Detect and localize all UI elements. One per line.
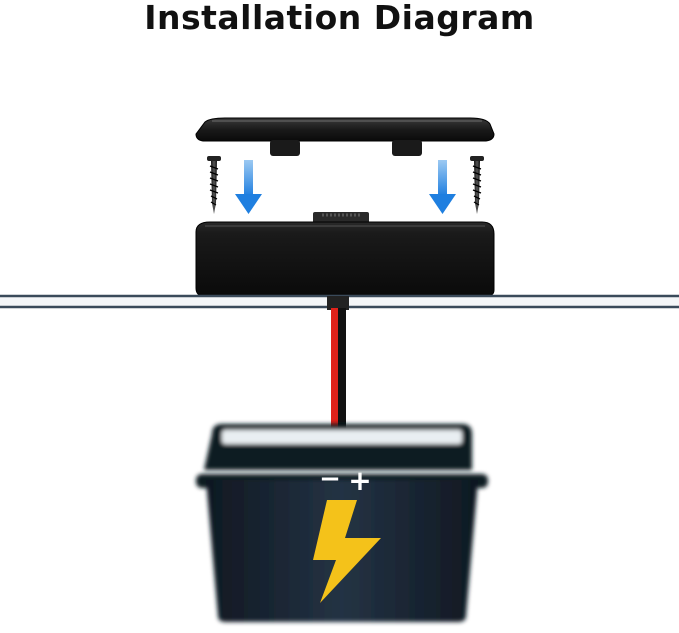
lid-clip-left bbox=[270, 140, 300, 156]
screw-icon bbox=[470, 156, 484, 214]
page-title: Installation Diagram bbox=[144, 0, 535, 37]
power-cable bbox=[327, 296, 349, 438]
down-arrow-icon bbox=[235, 160, 262, 214]
down-arrow-icon bbox=[429, 160, 456, 214]
battery-terminal-plus: + bbox=[348, 464, 371, 497]
screw-icon bbox=[207, 156, 221, 214]
lightning-bolt-icon bbox=[313, 500, 381, 603]
battery-terminal-minus: − bbox=[319, 464, 341, 494]
mount-base bbox=[195, 212, 495, 297]
cover-lid bbox=[195, 117, 495, 156]
lid-clip-right bbox=[392, 140, 422, 156]
